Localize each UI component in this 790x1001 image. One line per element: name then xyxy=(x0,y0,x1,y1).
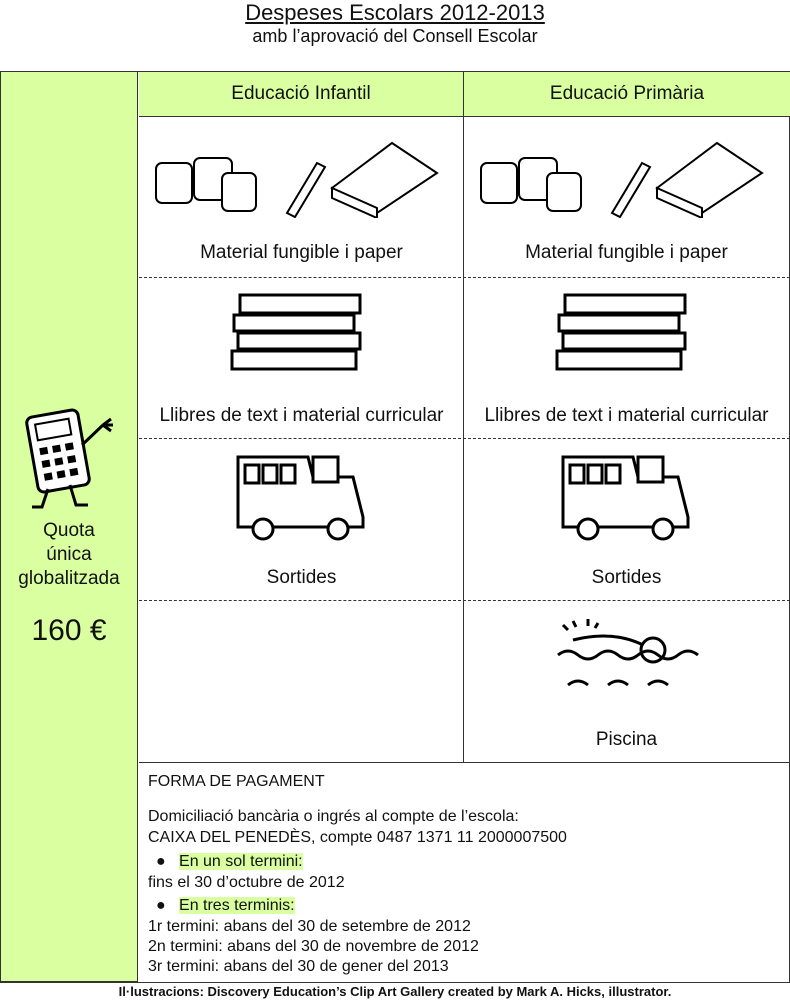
payment-title: FORMA DE PAGAMENT xyxy=(148,773,325,790)
bus-icon xyxy=(236,455,365,541)
row-label: Llibres de text i material curricular xyxy=(159,405,444,426)
column-divider xyxy=(463,72,464,762)
payment-term: 2n termini: abans del 30 de novembre de … xyxy=(148,938,479,955)
row-label: Sortides xyxy=(591,567,662,588)
row-label: Llibres de text i material curricular xyxy=(484,405,769,426)
payment-term: 1r termini: abans del 30 de setembre de … xyxy=(148,918,471,935)
payment-term: 3r termini: abans del 30 de gener del 20… xyxy=(148,958,449,975)
art-supplies-icon xyxy=(155,141,439,218)
page-subtitle: amb l’aprovació del Consell Escolar xyxy=(252,26,538,46)
page-title: Despeses Escolars 2012-2013 xyxy=(245,0,545,25)
bus-icon xyxy=(561,455,690,541)
payment-intro: Domiciliació bancària o ingrés al compte… xyxy=(148,808,519,825)
row-divider xyxy=(139,277,790,278)
option-label: En un sol termini: xyxy=(179,853,303,870)
column-header-infantil: Educació Infantil xyxy=(139,72,463,117)
bullet-icon: ● xyxy=(156,897,166,914)
payment-option-single: ● En un sol termini: xyxy=(156,851,303,872)
option-label: En tres terminis: xyxy=(179,897,295,914)
books-icon xyxy=(230,293,362,371)
swimmer-icon xyxy=(557,619,699,687)
calculator-icon xyxy=(25,408,113,509)
books-icon xyxy=(555,293,687,371)
illustration-credit: Il·lustracions: Discovery Education’s Cl… xyxy=(118,984,672,999)
row-divider xyxy=(139,762,790,763)
quota-column xyxy=(0,71,138,982)
row-label: Sortides xyxy=(266,567,337,588)
quota-label-line: Quota xyxy=(43,520,95,541)
row-label: Piscina xyxy=(595,729,658,750)
quota-amount: 160 € xyxy=(31,614,107,647)
payment-option-three: ● En tres terminis: xyxy=(156,895,295,916)
quota-label-line: única xyxy=(46,544,92,565)
row-label: Material fungible i paper xyxy=(200,242,403,263)
row-label: Material fungible i paper xyxy=(525,242,728,263)
quota-label: Quota única globalitzada xyxy=(0,519,138,591)
row-divider xyxy=(139,600,790,601)
bullet-icon: ● xyxy=(156,853,166,870)
art-supplies-icon xyxy=(480,141,764,218)
payment-option-single-detail: fins el 30 d’octubre de 2012 xyxy=(148,874,345,891)
quota-label-line: globalitzada xyxy=(18,568,120,589)
payment-account: CAIXA DEL PENEDÈS, compte 0487 1371 11 2… xyxy=(148,829,567,846)
column-header-primaria: Educació Primària xyxy=(464,72,790,117)
row-divider xyxy=(139,438,790,439)
